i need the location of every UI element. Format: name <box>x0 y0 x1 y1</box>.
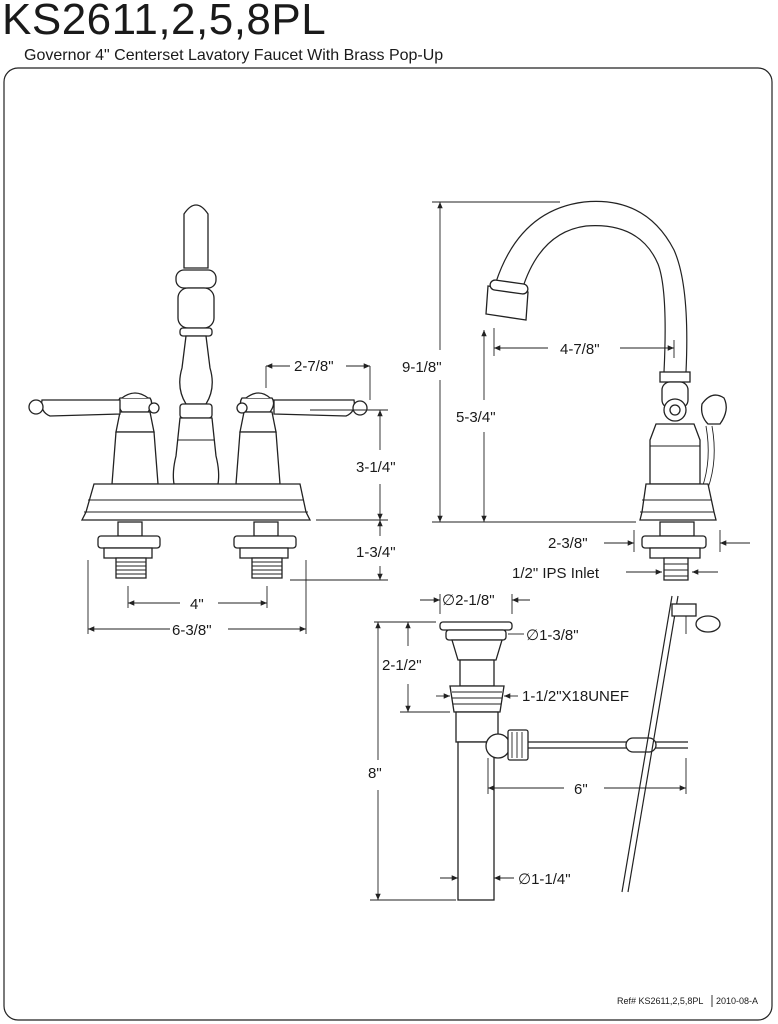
dim-shank-length: 1-3/4" <box>356 544 396 561</box>
dim-handle-height: 3-1/4" <box>356 459 396 476</box>
page-title: KS2611,2,5,8PL <box>2 0 327 44</box>
drain-dimensions <box>370 594 687 901</box>
dim-tailpiece-diameter: ∅1-1/4" <box>518 871 571 888</box>
dim-spout-reach: 4-7/8" <box>560 341 600 358</box>
sheet-border <box>3 67 773 1021</box>
footer-date: 2010-08-A <box>716 996 758 1006</box>
side-view-dimensions <box>432 201 750 575</box>
dim-overall-height: 9-1/8" <box>402 359 442 376</box>
dim-rod-length: 6" <box>574 781 588 798</box>
dim-drain-length: 8" <box>368 765 382 782</box>
dim-inlet: 1/2" IPS Inlet <box>512 565 600 582</box>
dim-center-spacing: 4" <box>190 596 204 613</box>
side-view-faucet <box>485 200 727 581</box>
dim-thread: 1-1/2"X18UNEF <box>522 688 629 705</box>
page-subtitle: Governor 4" Centerset Lavatory Faucet Wi… <box>24 47 444 64</box>
dim-base-width: 6-3/8" <box>172 622 212 639</box>
dim-cap-diameter: ∅1-3/8" <box>526 627 579 644</box>
front-view-faucet <box>28 204 368 579</box>
dim-spout-height: 5-3/4" <box>456 409 496 426</box>
pop-up-drain <box>439 595 721 901</box>
dim-flange-diameter: ∅2-1/8" <box>442 592 495 609</box>
front-view-dimensions <box>87 363 388 634</box>
dim-body-height: 2-1/2" <box>382 657 422 674</box>
dim-handle-spread: 2-7/8" <box>294 358 334 375</box>
dim-base-depth: 2-3/8" <box>548 535 588 552</box>
footer-ref: Ref# KS2611,2,5,8PL <box>617 996 703 1006</box>
